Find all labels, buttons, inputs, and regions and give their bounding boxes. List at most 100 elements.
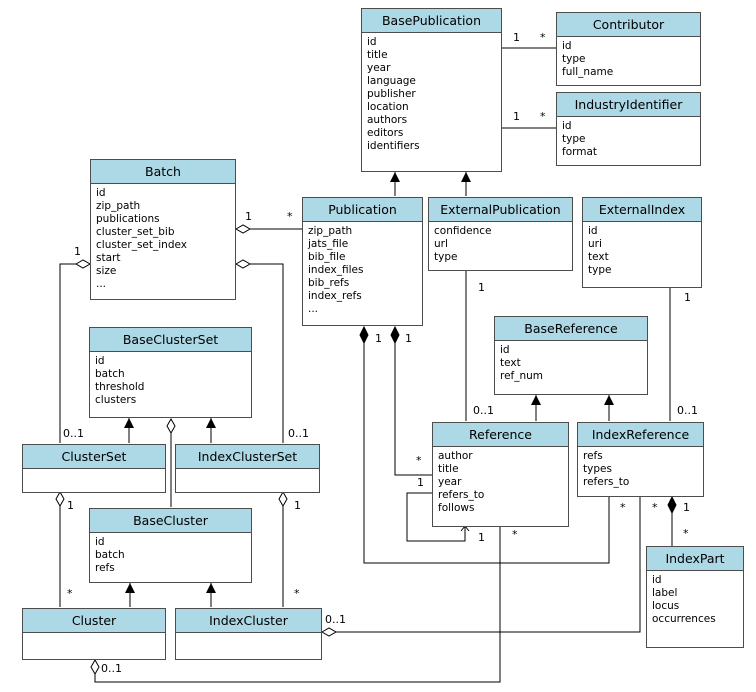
class-name: Publication [303, 198, 422, 222]
multiplicity: 0..1 [325, 613, 346, 626]
attribute: format [562, 146, 598, 158]
attribute: index_files [308, 264, 364, 276]
multiplicity: 1 [74, 245, 81, 258]
multiplicity: 1 [513, 110, 520, 123]
attribute: batch [95, 549, 125, 561]
attribute: jats_file [308, 238, 349, 250]
class-industry-identifier[interactable]: IndustryIdentifier id type format [556, 92, 701, 166]
class-index-part[interactable]: IndexPart id label locus occurrences [646, 546, 744, 648]
class-base-cluster[interactable]: BaseCluster id batch refs [89, 508, 252, 583]
attribute: id [95, 355, 105, 367]
attribute: index_refs [308, 290, 362, 302]
diamond-baseclusterset [166, 417, 176, 435]
attribute: bib_file [308, 251, 346, 263]
class-base-cluster-set[interactable]: BaseClusterSet id batch threshold cluste… [89, 327, 252, 418]
class-contributor[interactable]: Contributor id type full_name [556, 12, 701, 86]
class-index-cluster-set[interactable]: IndexClusterSet [175, 444, 320, 493]
class-external-index[interactable]: ExternalIndex id uri text type [582, 197, 702, 288]
class-name: BasePublication [362, 9, 501, 33]
class-name: IndexReference [578, 423, 703, 447]
multiplicity: 1 [478, 531, 485, 544]
multiplicity: 1 [684, 291, 691, 304]
multiplicity: * [620, 501, 626, 514]
attribute-list: id batch threshold clusters [90, 352, 251, 407]
attribute: id [562, 120, 572, 132]
class-name: ExternalIndex [583, 198, 701, 222]
attribute: ref_num [500, 370, 544, 382]
class-cluster[interactable]: Cluster [22, 608, 166, 660]
multiplicity: 1 [245, 210, 252, 223]
attribute: refs [95, 562, 115, 574]
attribute: language [367, 75, 416, 87]
multiplicity: * [512, 528, 518, 541]
attribute: publisher [367, 88, 416, 100]
class-index-reference[interactable]: IndexReference refs types refers_to [577, 422, 704, 497]
class-publication[interactable]: Publication zip_path jats_file bib_file … [302, 197, 423, 326]
diamond-batch-clusterset [74, 259, 92, 269]
attribute: ... [96, 278, 107, 290]
class-name: Batch [91, 160, 235, 184]
multiplicity: 0..1 [63, 427, 84, 440]
class-base-publication[interactable]: BasePublication id title year language p… [361, 8, 502, 172]
attribute-list: id batch refs [90, 533, 251, 575]
diamond-pub-ir [359, 325, 369, 345]
diamond-pub-ref [390, 325, 400, 345]
diamond-indexclusterset [278, 490, 288, 508]
multiplicity: 0..1 [473, 404, 494, 417]
class-name: IndexClusterSet [176, 445, 319, 469]
class-base-reference[interactable]: BaseReference id text ref_num [494, 316, 648, 395]
diamond-ir-part [667, 495, 677, 515]
attribute: type [562, 53, 586, 65]
attribute: refs [583, 450, 603, 462]
attribute: cluster_set_bib [96, 226, 175, 238]
attribute: full_name [562, 66, 614, 78]
attribute: follows [438, 502, 475, 514]
attribute: confidence [434, 225, 492, 237]
multiplicity: 0..1 [101, 662, 122, 675]
attribute-list: zip_path jats_file bib_file index_files … [303, 222, 422, 316]
class-index-cluster[interactable]: IndexCluster [175, 608, 322, 660]
multiplicity: 0..1 [288, 427, 309, 440]
class-external-publication[interactable]: ExternalPublication confidence url type [428, 197, 573, 271]
attribute-list: id title year language publisher locatio… [362, 33, 501, 153]
attribute: type [588, 264, 612, 276]
attribute: ... [308, 303, 319, 315]
class-batch[interactable]: Batch id zip_path publications cluster_s… [90, 159, 236, 300]
attribute-list: id text ref_num [495, 341, 647, 383]
multiplicity: 1 [405, 332, 412, 345]
attribute-list: id type format [557, 117, 700, 159]
attribute: occurrences [652, 613, 716, 625]
attribute: batch [95, 368, 125, 380]
multiplicity: 1 [67, 499, 74, 512]
attribute: cluster_set_index [96, 239, 187, 251]
attribute: id [367, 36, 377, 48]
class-cluster-set[interactable]: ClusterSet [22, 444, 166, 493]
diamond-batch-indexclusterset [234, 259, 252, 269]
attribute-list: author title year refers_to follows [433, 447, 568, 515]
attribute: title [438, 463, 459, 475]
class-name: IndexPart [647, 547, 743, 571]
attribute-list: confidence url type [429, 222, 572, 264]
multiplicity: 1 [478, 281, 485, 294]
class-name: ExternalPublication [429, 198, 572, 222]
multiplicity: 1 [417, 476, 424, 489]
class-name: ClusterSet [23, 445, 165, 469]
attribute: bib_refs [308, 277, 350, 289]
class-name: IndexCluster [176, 609, 321, 633]
attribute-list: id zip_path publications cluster_set_bib… [91, 184, 235, 291]
attribute: editors [367, 127, 404, 139]
attribute: refers_to [583, 476, 630, 488]
attribute: threshold [95, 381, 145, 393]
multiplicity: * [683, 527, 689, 540]
diamond-batch-publication [234, 224, 252, 234]
attribute: label [652, 587, 678, 599]
attribute: author [438, 450, 473, 462]
attribute-list: id uri text type [583, 222, 701, 277]
assoc-reference-cluster [94, 527, 501, 683]
assoc-indexreference-indexcluster [336, 497, 641, 633]
multiplicity: * [416, 454, 422, 467]
attribute: id [96, 187, 106, 199]
attribute: id [652, 574, 662, 586]
class-reference[interactable]: Reference author title year refers_to fo… [432, 422, 569, 527]
